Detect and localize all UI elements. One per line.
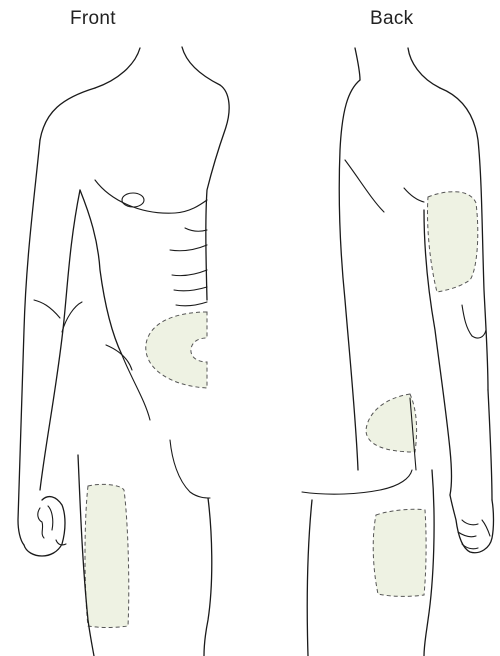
buttock-zone bbox=[366, 394, 417, 452]
front-thigh-zone bbox=[85, 484, 129, 627]
abdomen-zone bbox=[146, 312, 207, 388]
back-thigh-zone bbox=[373, 509, 426, 596]
back-upper-arm-zone bbox=[427, 192, 477, 292]
